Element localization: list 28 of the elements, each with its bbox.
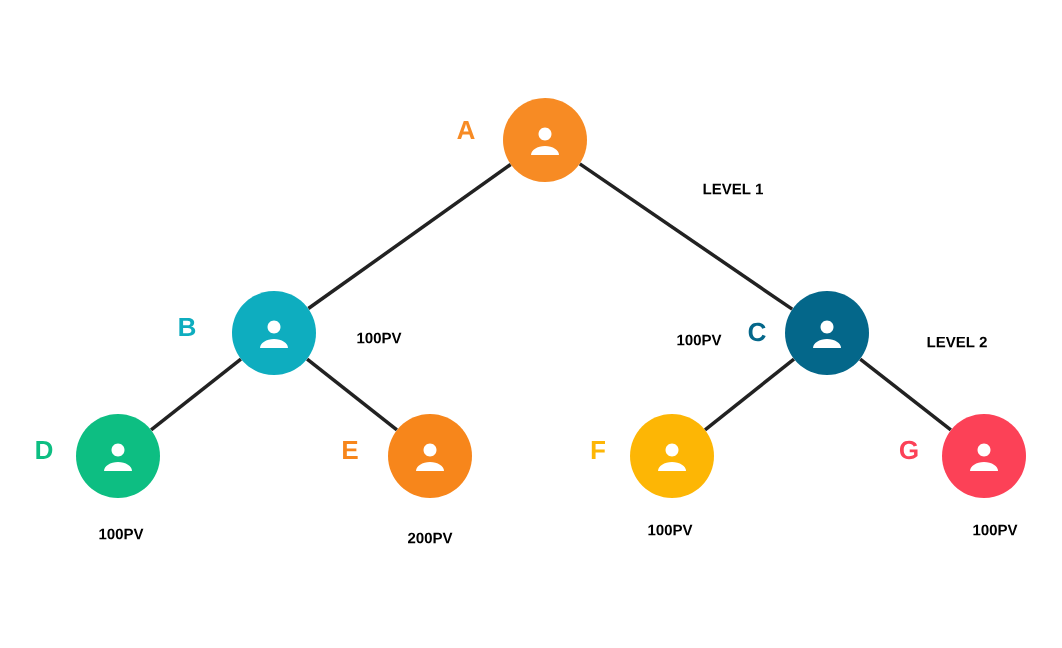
- point-value: 100PV: [648, 524, 693, 536]
- node-letter: F: [591, 441, 605, 459]
- point-value: 100PV: [973, 524, 1018, 536]
- person-circle: [942, 414, 1026, 498]
- node-letter: D: [36, 441, 53, 459]
- node-letter: C: [748, 322, 766, 342]
- person-circle: [232, 291, 316, 375]
- person-circle: [388, 414, 472, 498]
- node-letter: A: [457, 121, 475, 139]
- node-letter: B: [179, 318, 196, 336]
- connector-line: [306, 357, 398, 432]
- point-value: 100PV: [357, 332, 402, 344]
- connector-line: [859, 357, 952, 432]
- node-letter: G: [899, 440, 918, 460]
- connector-line: [307, 163, 512, 310]
- point-value: 200PV: [408, 532, 453, 544]
- level-label: LEVEL 1: [703, 183, 763, 195]
- person-circle: [503, 98, 587, 182]
- point-value: 100PV: [677, 334, 722, 346]
- connector-line: [703, 357, 796, 432]
- connector-line: [150, 357, 242, 432]
- point-value: 100PV: [99, 528, 144, 540]
- connector-line: [578, 162, 794, 311]
- level-label: LEVEL 2: [927, 336, 987, 348]
- person-circle: [785, 291, 869, 375]
- person-circle: [630, 414, 714, 498]
- person-circle: [76, 414, 160, 498]
- node-letter: E: [343, 441, 358, 459]
